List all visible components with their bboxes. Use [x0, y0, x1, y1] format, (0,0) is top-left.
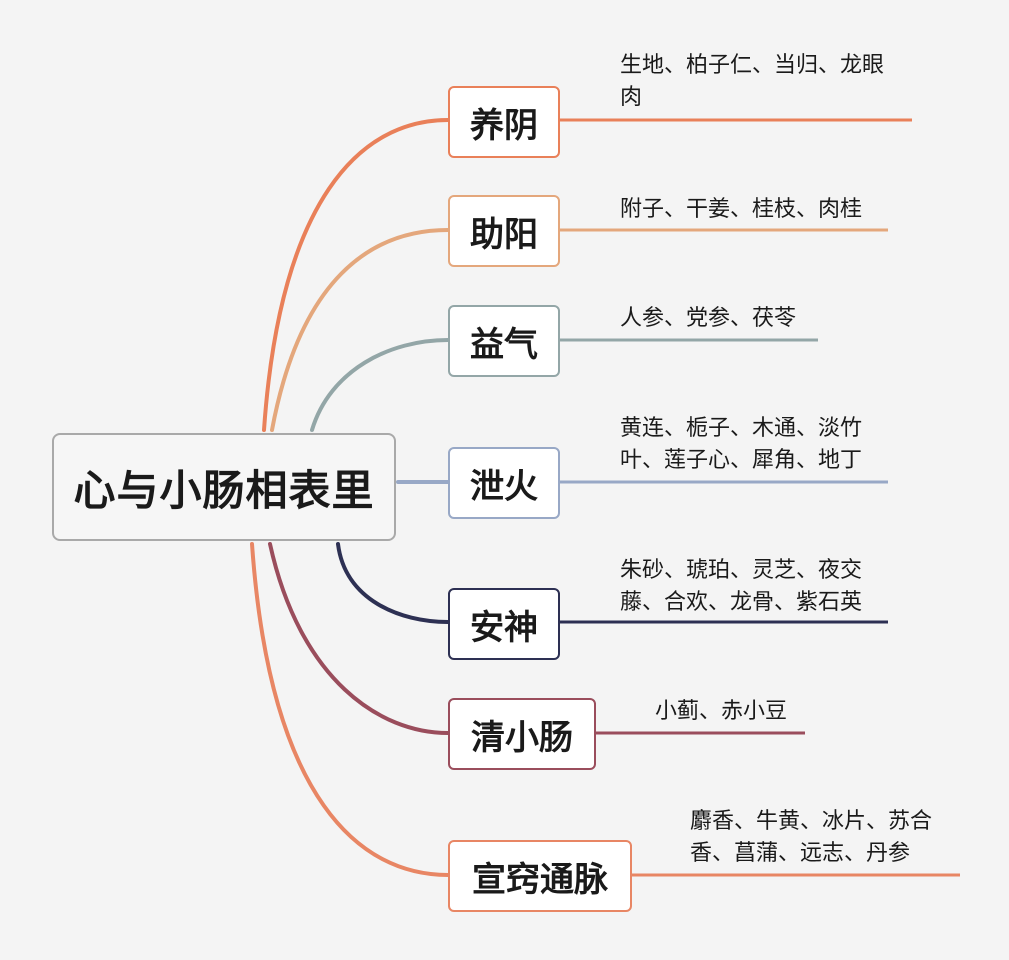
branch-node: 宣窍通脉 — [448, 840, 632, 912]
branch-curve — [310, 338, 450, 432]
herb-line: 附子、干姜、桂枝、肉桂 — [620, 197, 863, 222]
herb-list: 生地、柏子仁、当归、龙眼肉 — [620, 50, 884, 114]
branch-node: 安神 — [448, 588, 560, 660]
branch-curve — [336, 542, 450, 624]
herb-list: 麝香、牛黄、冰片、苏合香、菖蒲、远志、丹参 — [690, 806, 932, 870]
herb-line: 藤、合欢、龙骨、紫石英 — [620, 590, 863, 615]
herb-line: 肉 — [620, 85, 643, 110]
herb-line: 香、菖蒲、远志、丹参 — [690, 841, 911, 866]
branch-node: 益气 — [448, 305, 560, 377]
herb-list: 小蓟、赤小豆 — [655, 696, 787, 728]
branch-node: 助阳 — [448, 195, 560, 267]
herb-line: 朱砂、琥珀、灵芝、夜交 — [620, 558, 863, 583]
herb-list: 黄连、栀子、木通、淡竹叶、莲子心、犀角、地丁 — [620, 413, 862, 477]
herb-line: 人参、党参、茯苓 — [620, 306, 797, 331]
branch-curve — [262, 118, 450, 432]
herb-line: 麝香、牛黄、冰片、苏合 — [690, 809, 933, 834]
herb-line: 黄连、栀子、木通、淡竹 — [620, 416, 863, 441]
herb-line: 叶、莲子心、犀角、地丁 — [620, 448, 863, 473]
branch-curve — [270, 228, 450, 432]
herb-list: 人参、党参、茯苓 — [620, 303, 796, 335]
root-node: 心与小肠相表里 — [52, 433, 396, 541]
branch-node: 清小肠 — [448, 698, 596, 770]
branch-curve — [250, 542, 450, 877]
herb-line: 生地、柏子仁、当归、龙眼 — [620, 53, 885, 78]
herb-list: 朱砂、琥珀、灵芝、夜交藤、合欢、龙骨、紫石英 — [620, 555, 862, 619]
branch-node: 泄火 — [448, 447, 560, 519]
herb-line: 小蓟、赤小豆 — [655, 699, 788, 724]
branch-node: 养阴 — [448, 86, 560, 158]
branch-curve — [268, 542, 450, 735]
herb-list: 附子、干姜、桂枝、肉桂 — [620, 194, 862, 226]
